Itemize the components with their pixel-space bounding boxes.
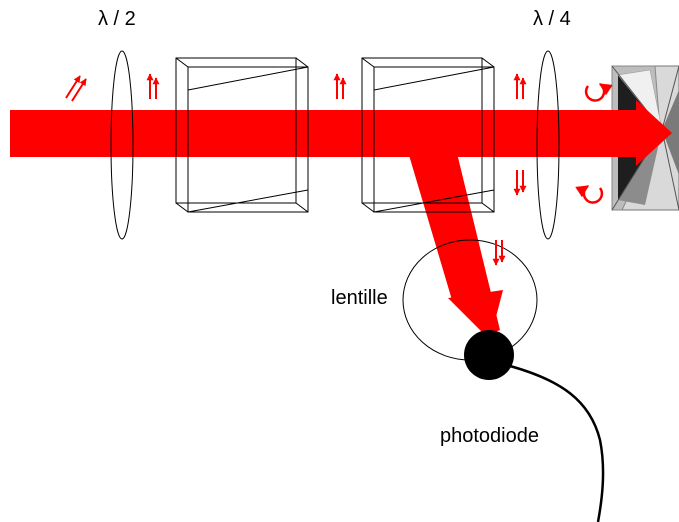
polarization-arrow-vertical-2 [333,73,347,99]
lens-label: lentille [331,287,388,309]
polarizing-cube-2 [361,57,495,213]
photodiode-label: photodiode [440,425,539,447]
circular-polarization-top-icon [584,82,613,102]
polarization-arrow-vertical-3 [513,73,527,99]
main-laser-beam [10,100,672,166]
polarization-arrow-vertical-1 [146,73,160,99]
polarization-arrow-diagonal [65,75,87,102]
half-wave-plate [110,50,134,240]
polarization-arrow-down-1 [513,170,527,196]
reflected-beam [406,145,503,340]
polarizing-cube-1 [175,57,309,213]
half-wave-plate-label: λ / 2 [98,8,136,30]
photodiode [464,330,605,522]
quarter-wave-plate-label: λ / 4 [533,8,571,30]
quarter-wave-plate [536,50,560,240]
polarization-arrow-down-2 [492,240,506,266]
circular-polarization-bottom-icon [575,184,604,204]
